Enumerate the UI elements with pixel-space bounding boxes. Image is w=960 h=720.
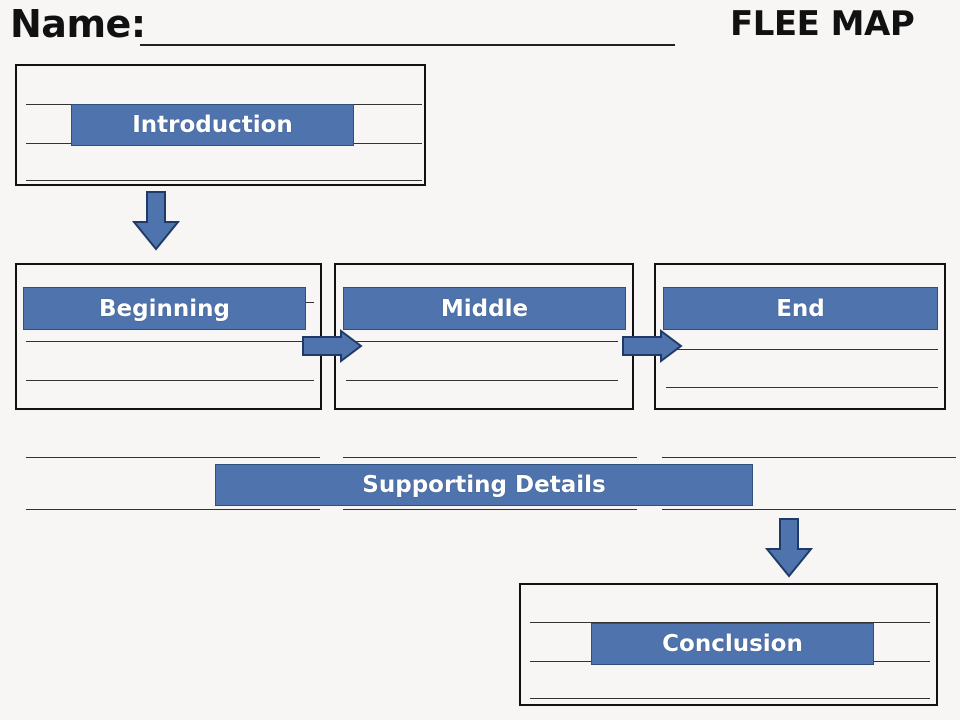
supporting-details-line[interactable] xyxy=(343,457,637,458)
beginning-label: Beginning xyxy=(23,287,306,330)
conclusion-writing-line[interactable] xyxy=(530,622,930,623)
end-writing-line[interactable] xyxy=(666,349,938,350)
middle-box xyxy=(334,263,634,410)
middle-label: Middle xyxy=(343,287,626,330)
middle-writing-line[interactable] xyxy=(346,380,618,381)
supporting-details-line[interactable] xyxy=(26,509,320,510)
beginning-writing-line[interactable] xyxy=(26,380,314,381)
supporting-details-line[interactable] xyxy=(662,457,956,458)
end-label: End xyxy=(663,287,938,330)
right-arrow-icon xyxy=(302,329,363,363)
supporting-details-label: Supporting Details xyxy=(215,464,753,506)
name-label: Name: xyxy=(10,2,146,46)
supporting-details-line[interactable] xyxy=(343,509,637,510)
supporting-details-line[interactable] xyxy=(662,509,956,510)
conclusion-writing-line[interactable] xyxy=(530,698,930,699)
conclusion-label: Conclusion xyxy=(591,623,874,665)
supporting-details-line[interactable] xyxy=(26,457,320,458)
page-title: FLEE MAP xyxy=(730,4,915,44)
introduction-writing-line[interactable] xyxy=(26,180,422,181)
beginning-box xyxy=(15,263,322,410)
name-writing-line[interactable] xyxy=(140,44,675,46)
down-arrow-icon xyxy=(131,191,181,251)
end-writing-line[interactable] xyxy=(666,387,938,388)
middle-writing-line[interactable] xyxy=(346,341,618,342)
beginning-writing-line[interactable] xyxy=(26,341,314,342)
introduction-label: Introduction xyxy=(71,104,354,146)
down-arrow-icon xyxy=(764,518,814,578)
right-arrow-icon xyxy=(622,329,683,363)
